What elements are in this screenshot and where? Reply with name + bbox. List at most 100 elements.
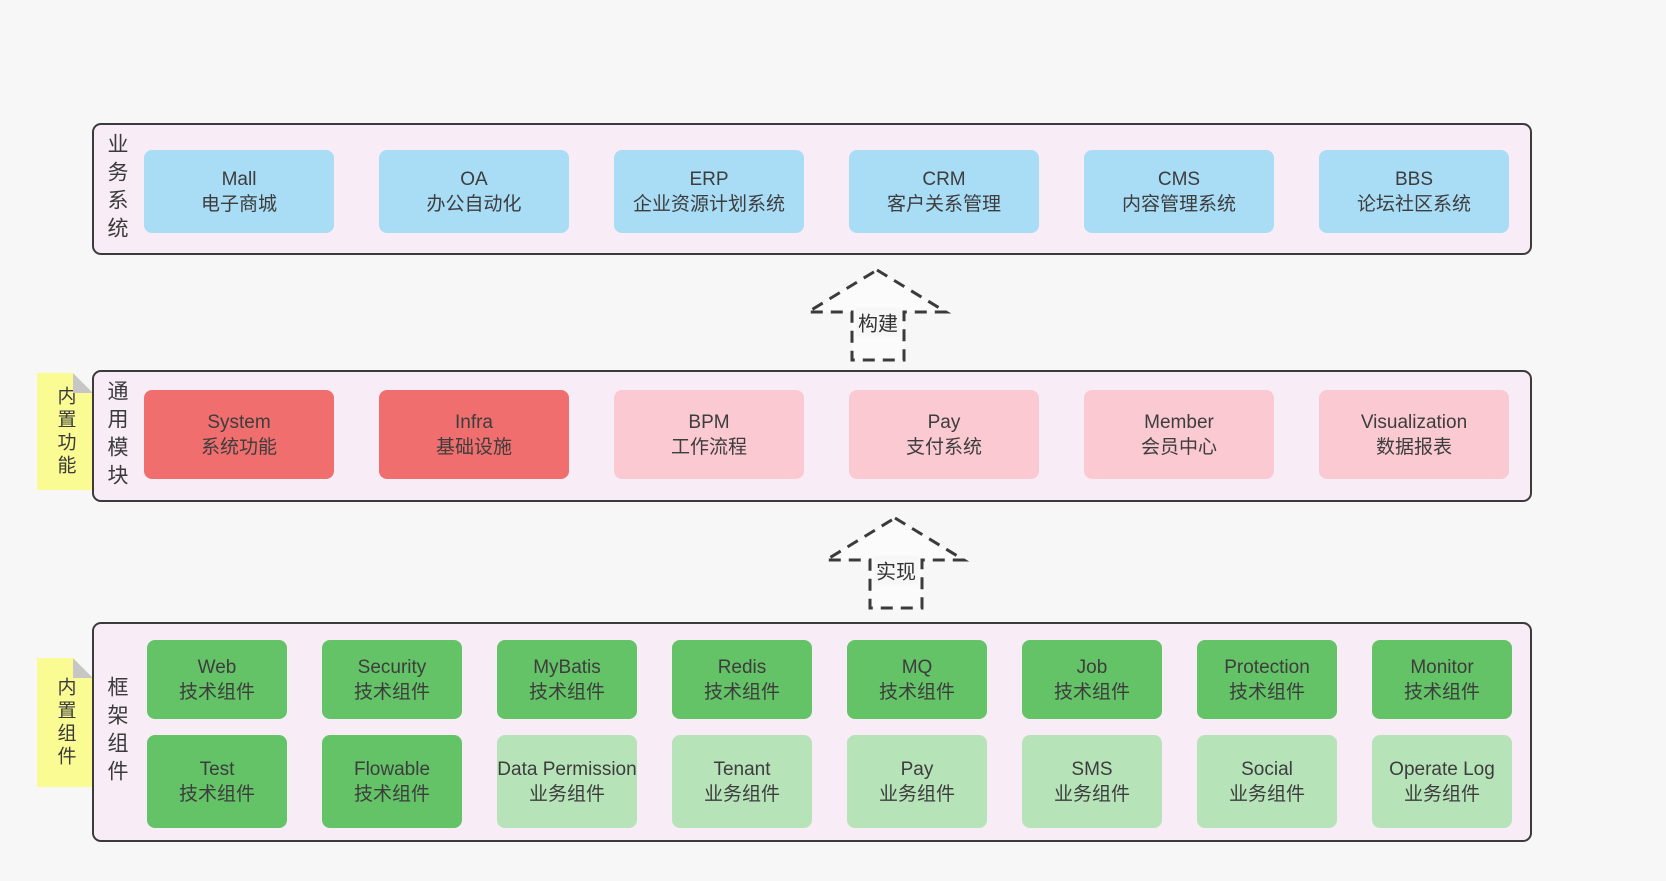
box-data-permission: Data Permission 业务组件 [497,735,637,828]
box-redis: Redis 技术组件 [672,640,812,719]
box-tenant: Tenant 业务组件 [672,735,812,828]
box-title: OA [460,168,488,190]
sticky-note-built-in-features: 内置功能 [37,373,93,490]
box-subtitle: 论坛社区系统 [1356,193,1471,215]
box-pay-module: Pay 支付系统 [849,390,1039,479]
box-subtitle: 办公自动化 [426,193,522,215]
box-title: SMS [1071,758,1113,780]
box-crm: CRM 客户关系管理 [849,150,1039,233]
box-title: MyBatis [533,656,601,678]
box-operate-log: Operate Log 业务组件 [1372,735,1512,828]
box-subtitle: 技术组件 [703,681,780,703]
box-subtitle: 技术组件 [528,681,605,703]
box-mall: Mall 电子商城 [144,150,334,233]
business-boxes-row: Mall 电子商城 OA 办公自动化 ERP 企业资源计划系统 CRM 客户关系… [144,150,1509,233]
layer-label-framework-components: 框架组件 [105,676,128,788]
layer-common-modules: 通用模块 System 系统功能 Infra 基础设施 BPM 工作流程 Pay… [92,370,1532,502]
box-web: Web 技术组件 [147,640,287,719]
box-subtitle: 业务组件 [1403,783,1480,805]
box-subtitle: 技术组件 [878,681,955,703]
box-title: Mall [221,168,257,190]
sticky-note-text: 内置组件 [54,676,76,769]
box-flowable: Flowable 技术组件 [322,735,462,828]
box-infra: Infra 基础设施 [379,390,569,479]
box-subtitle: 业务组件 [1228,783,1305,805]
box-subtitle: 技术组件 [353,783,430,805]
box-title: Social [1241,758,1293,780]
box-title: Data Permission [497,758,637,780]
box-title: MQ [901,656,933,678]
layer-label-common-modules: 通用模块 [105,380,128,492]
box-oa: OA 办公自动化 [379,150,569,233]
box-subtitle: 技术组件 [1053,681,1130,703]
box-title: Member [1144,411,1214,433]
box-title: Infra [454,411,494,433]
box-subtitle: 会员中心 [1140,436,1217,458]
box-title: Test [199,758,235,780]
box-system: System 系统功能 [144,390,334,479]
box-title: Redis [717,656,767,678]
box-job: Job 技术组件 [1022,640,1162,719]
box-subtitle: 内容管理系统 [1121,193,1236,215]
box-visualization: Visualization 数据报表 [1319,390,1509,479]
box-title: Monitor [1410,656,1474,678]
box-erp: ERP 企业资源计划系统 [614,150,804,233]
box-title: Flowable [353,758,431,780]
box-subtitle: 支付系统 [905,436,982,458]
box-test: Test 技术组件 [147,735,287,828]
box-title: Web [197,656,237,678]
box-social: Social 业务组件 [1197,735,1337,828]
box-subtitle: 技术组件 [353,681,430,703]
box-subtitle: 电子商城 [200,193,277,215]
box-subtitle: 技术组件 [178,783,255,805]
sticky-note-text: 内置功能 [54,385,76,478]
layer-framework-components: 框架组件 Web 技术组件 Security 技术组件 MyBatis 技术组件… [92,622,1532,842]
box-subtitle: 客户关系管理 [886,193,1001,215]
box-mybatis: MyBatis 技术组件 [497,640,637,719]
box-sms: SMS 业务组件 [1022,735,1162,828]
arrow-build: 构建 [795,260,960,377]
box-subtitle: 技术组件 [1403,681,1480,703]
layer-business-systems: 业务系统 Mall 电子商城 OA 办公自动化 ERP 企业资源计划系统 CRM… [92,123,1532,255]
arrow-build-label: 构建 [856,307,900,337]
box-title: Protection [1224,656,1310,678]
box-subtitle: 业务组件 [878,783,955,805]
box-subtitle: 业务组件 [1053,783,1130,805]
box-title: Security [357,656,427,678]
box-subtitle: 工作流程 [670,436,747,458]
box-title: Tenant [713,758,771,780]
box-subtitle: 数据报表 [1375,436,1452,458]
box-title: CMS [1157,168,1201,190]
box-bbs: BBS 论坛社区系统 [1319,150,1509,233]
box-subtitle: 技术组件 [1228,681,1305,703]
box-title: Visualization [1360,411,1468,433]
box-title: Pay [927,411,961,433]
box-subtitle: 系统功能 [200,436,277,458]
box-title: BBS [1394,168,1434,190]
box-pay-component: Pay 业务组件 [847,735,987,828]
box-subtitle: 基础设施 [435,436,512,458]
box-cms: CMS 内容管理系统 [1084,150,1274,233]
box-title: System [207,411,271,433]
box-title: ERP [689,168,729,190]
components-boxes-grid: Web 技术组件 Security 技术组件 MyBatis 技术组件 Redi… [147,640,1512,828]
box-title: Operate Log [1389,758,1495,780]
box-subtitle: 企业资源计划系统 [632,193,785,215]
box-monitor: Monitor 技术组件 [1372,640,1512,719]
box-title: Job [1076,656,1108,678]
box-title: CRM [922,168,966,190]
box-security: Security 技术组件 [322,640,462,719]
sticky-note-built-in-components: 内置组件 [37,658,93,787]
box-subtitle: 技术组件 [178,681,255,703]
layer-label-business-systems: 业务系统 [105,133,128,245]
box-title: BPM [688,411,730,433]
box-member: Member 会员中心 [1084,390,1274,479]
arrow-implement: 实现 [813,508,978,625]
box-bpm: BPM 工作流程 [614,390,804,479]
box-subtitle: 业务组件 [528,783,605,805]
box-protection: Protection 技术组件 [1197,640,1337,719]
box-subtitle: 业务组件 [703,783,780,805]
modules-boxes-row: System 系统功能 Infra 基础设施 BPM 工作流程 Pay 支付系统… [144,390,1509,479]
arrow-implement-label: 实现 [874,555,918,585]
